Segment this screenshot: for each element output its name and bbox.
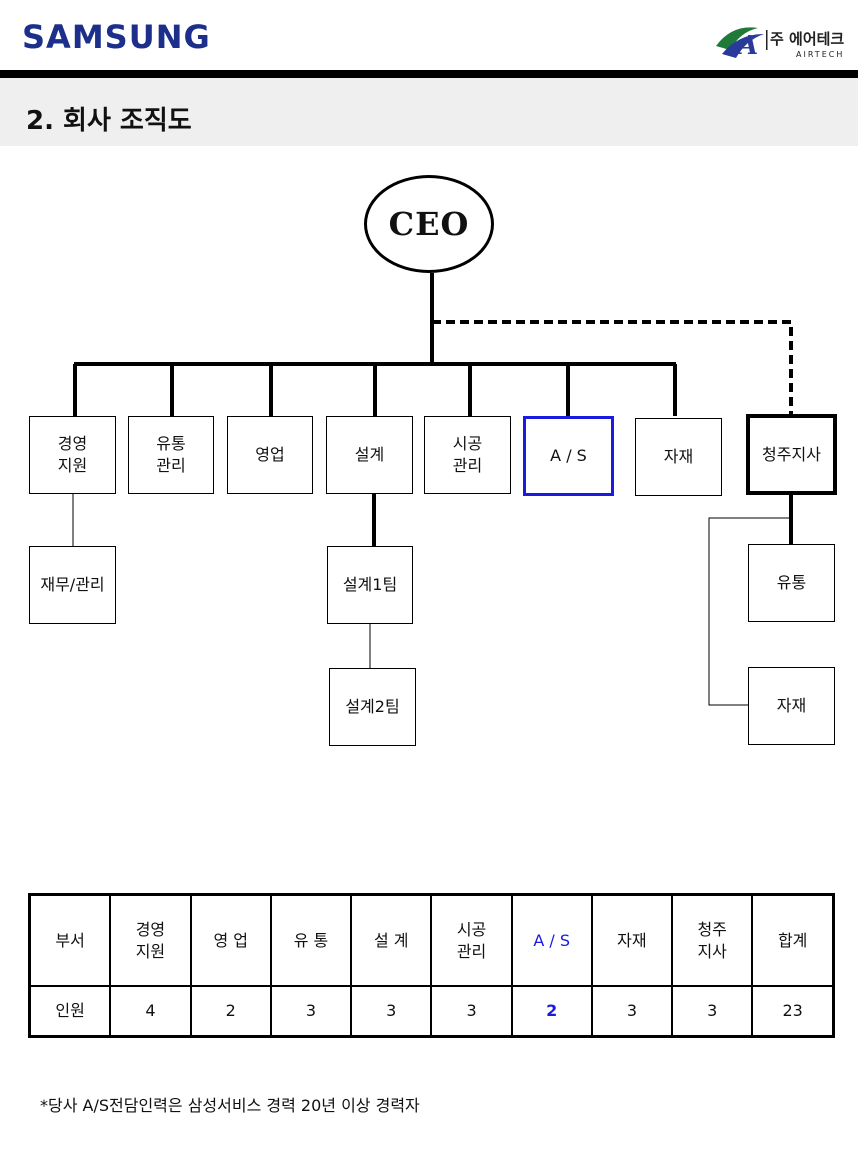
airtech-logo-letter: A: [735, 31, 758, 61]
dept-cheongju-branch: 청주지사: [746, 414, 837, 495]
dept-after-service: A / S: [523, 416, 614, 496]
page-title: 2. 회사 조직도: [26, 106, 192, 136]
table-cell: 2: [189, 985, 272, 1038]
table-cell: 시공 관리: [430, 893, 513, 988]
ceo-node: CEO: [364, 175, 494, 273]
table-cell: 부서: [28, 893, 112, 988]
table-cell: 설 계: [350, 893, 433, 988]
dept-management-support: 경영 지원: [29, 416, 116, 494]
header-divider: [0, 70, 858, 78]
dept-sales: 영업: [227, 416, 313, 494]
airtech-logo: A 주 에어테크 AIRTECH: [712, 20, 852, 64]
table-cell: 경영 지원: [109, 893, 192, 988]
table-cell: 3: [590, 985, 674, 1038]
table-cell: 청주 지사: [671, 893, 754, 988]
dept-design: 설계: [326, 416, 413, 494]
footnote: *당사 A/S전담인력은 삼성서비스 경력 20년 이상 경력자: [40, 1096, 420, 1115]
table-cell: 자재: [590, 893, 674, 988]
table-cell: 4: [109, 985, 192, 1038]
table-cell: 3: [350, 985, 433, 1038]
title-bar: [0, 78, 858, 146]
table-cell: 2: [510, 985, 593, 1038]
table-cell: 3: [269, 985, 353, 1038]
table-cell: 23: [751, 985, 835, 1038]
table-cell: 영 업: [189, 893, 272, 988]
unit-branch-materials: 자재: [748, 667, 835, 745]
table-cell: 3: [671, 985, 754, 1038]
table-cell: 인원: [28, 985, 112, 1038]
dept-materials: 자재: [635, 418, 722, 496]
unit-branch-distribution: 유통: [748, 544, 835, 622]
table-cell: 합계: [751, 893, 835, 988]
dept-construction: 시공 관리: [424, 416, 511, 494]
staff-table: 부서 경영 지원 영 업 유 통 설 계 시공 관리 A / S 자재 청주 지…: [28, 893, 835, 1038]
unit-design-team-2: 설계2팀: [329, 668, 416, 746]
airtech-logo-korean: 주 에어테크: [770, 30, 845, 48]
unit-finance: 재무/관리: [29, 546, 116, 624]
airtech-logo-mark-icon: A: [716, 27, 768, 61]
table-header-row: 부서 경영 지원 영 업 유 통 설 계 시공 관리 A / S 자재 청주 지…: [28, 893, 835, 988]
dept-distribution: 유통 관리: [128, 416, 214, 494]
table-cell: 3: [430, 985, 513, 1038]
table-row: 인원 4 2 3 3 3 2 3 3 23: [28, 985, 835, 1038]
samsung-logo: SAMSUNG: [22, 18, 211, 56]
unit-design-team-1: 설계1팀: [327, 546, 413, 624]
airtech-logo-english: AIRTECH: [796, 50, 845, 59]
table-cell: A / S: [510, 893, 593, 988]
table-cell: 유 통: [269, 893, 353, 988]
